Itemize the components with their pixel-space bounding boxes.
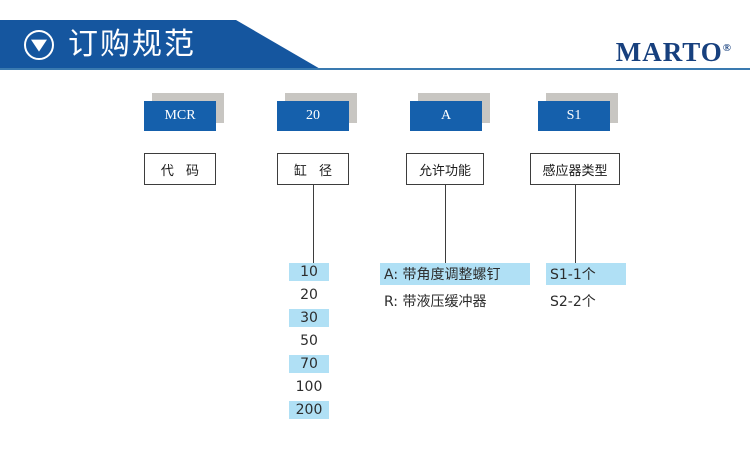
code-column-function: A 允许功能 A: 带角度调整螺钉 R: 带液压缓冲器 <box>0 80 750 464</box>
page-header: 订购规范 MARTO® <box>0 0 750 80</box>
option-item: 20 <box>300 287 318 303</box>
option-item: A: 带角度调整螺钉 <box>380 263 530 285</box>
option-list-bore: 10 20 30 50 70 100 200 <box>289 263 337 424</box>
page-title: 订购规范 <box>68 27 196 62</box>
down-triangle-glyph <box>31 39 47 52</box>
code-chip-code: MCR <box>144 101 216 131</box>
connector-line-bore <box>313 185 314 263</box>
field-label-code: 代 码 <box>144 153 216 185</box>
connector-line-sensor <box>575 185 576 263</box>
field-label-bore: 缸 径 <box>277 153 349 185</box>
brand-logo: MARTO® <box>616 33 732 67</box>
circled-down-triangle-icon <box>24 30 54 60</box>
option-item: S2-2个 <box>550 294 596 310</box>
code-chip-function: A <box>410 101 482 131</box>
ordering-code-diagram: MCR 代 码 20 缸 径 10 20 30 50 70 100 200 A 允许功能 A: 带角度调整… <box>0 80 750 464</box>
connector-line-function <box>445 185 446 263</box>
option-item: 200 <box>289 401 329 419</box>
option-list-sensor: S1-1个 S2-2个 <box>546 263 626 317</box>
option-item: S1-1个 <box>546 263 626 285</box>
option-item: 100 <box>295 379 323 395</box>
code-column-code: MCR 代 码 <box>0 80 750 464</box>
header-underline <box>0 68 750 70</box>
option-item: 10 <box>289 263 329 281</box>
option-item: 70 <box>289 355 329 373</box>
option-list-function: A: 带角度调整螺钉 R: 带液压缓冲器 <box>380 263 530 317</box>
brand-logo-text: MARTO <box>615 37 723 67</box>
code-column-sensor: S1 感应器类型 S1-1个 S2-2个 <box>0 80 750 464</box>
option-item: 30 <box>289 309 329 327</box>
option-item: 50 <box>300 333 318 349</box>
code-chip-bore: 20 <box>277 101 349 131</box>
option-item: R: 带液压缓冲器 <box>384 294 487 310</box>
code-chip-sensor: S1 <box>538 101 610 131</box>
code-column-bore: 20 缸 径 10 20 30 50 70 100 200 <box>0 80 750 464</box>
registered-trademark-icon: ® <box>722 42 732 54</box>
field-label-function: 允许功能 <box>406 153 484 185</box>
field-label-sensor: 感应器类型 <box>530 153 620 185</box>
